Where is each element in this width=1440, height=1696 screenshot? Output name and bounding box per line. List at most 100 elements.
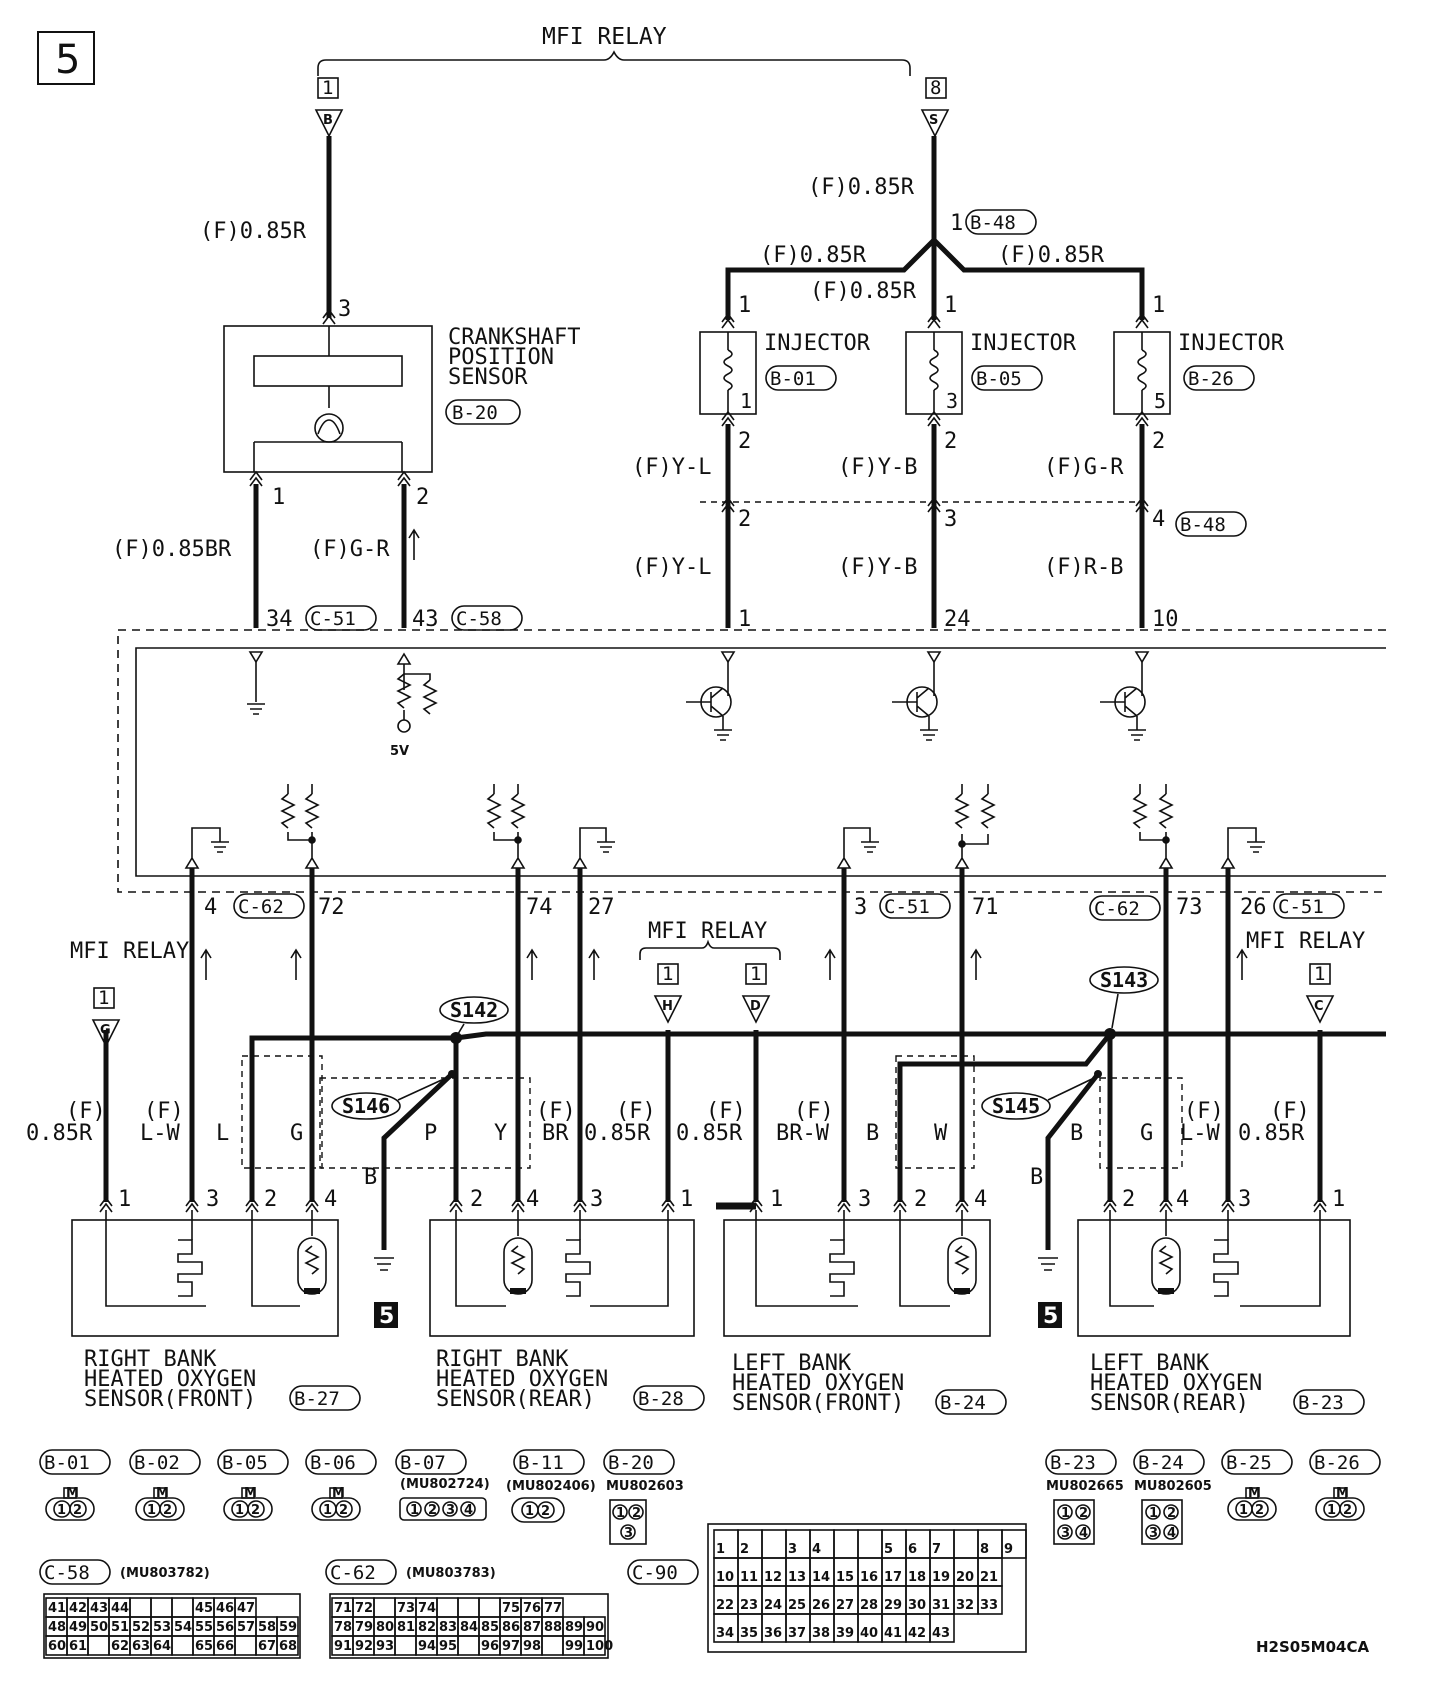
pin-number: 60 xyxy=(48,1639,66,1654)
svg-text:B-01: B-01 xyxy=(44,1452,90,1474)
svg-text:3: 3 xyxy=(1061,1526,1070,1541)
svg-text:(MU802406): (MU802406) xyxy=(506,1479,596,1494)
pin-cell xyxy=(276,1635,299,1656)
pin-number: 83 xyxy=(439,1620,457,1635)
pin-cell xyxy=(171,1635,194,1656)
pin-number: 1 xyxy=(716,1542,725,1557)
pin-number: 42 xyxy=(908,1626,926,1641)
ground-ref-left: 5 xyxy=(379,1304,394,1329)
svg-text:L-W: L-W xyxy=(1180,1121,1220,1146)
pin-number: 34 xyxy=(716,1626,734,1641)
svg-text:4: 4 xyxy=(526,1187,539,1212)
pin-number: 99 xyxy=(565,1639,583,1654)
splices: S142 S146 S143 S145 xyxy=(331,966,1159,1120)
svg-text:2: 2 xyxy=(738,429,751,454)
pin-cell xyxy=(1001,1529,1027,1559)
pin-cell xyxy=(234,1635,257,1656)
pin-cell xyxy=(373,1597,396,1618)
pin-number: 88 xyxy=(544,1620,562,1635)
svg-text:2: 2 xyxy=(1343,1503,1352,1518)
svg-text:3: 3 xyxy=(446,1503,455,1518)
svg-text:C-51: C-51 xyxy=(1278,896,1324,918)
svg-text:MFI RELAY: MFI RELAY xyxy=(70,939,189,964)
figure-code: H2S05M04CA xyxy=(1256,1638,1369,1656)
svg-text:B: B xyxy=(1030,1165,1043,1190)
svg-text:2: 2 xyxy=(251,1503,260,1518)
svg-text:C-51: C-51 xyxy=(884,896,930,918)
svg-text:BR: BR xyxy=(542,1121,569,1146)
pin-number: 39 xyxy=(836,1626,854,1641)
oxygen-sensors: 1 3 2 4 RIGHT BANK HEATED OXYGEN SENSOR(… xyxy=(71,1187,1365,1416)
ground-ref-right: 5 xyxy=(1043,1304,1058,1329)
svg-text:B-20: B-20 xyxy=(608,1452,654,1474)
pin-number: 40 xyxy=(860,1626,878,1641)
svg-text:RIGHT BANK: RIGHT BANK xyxy=(436,1347,569,1372)
pin-number: 57 xyxy=(237,1620,255,1635)
pin-number: 17 xyxy=(884,1570,902,1585)
svg-text:73: 73 xyxy=(1176,895,1203,920)
svg-text:B-26: B-26 xyxy=(1188,368,1234,390)
pin-number: 45 xyxy=(195,1601,213,1616)
pin-number: 95 xyxy=(439,1639,457,1654)
pin-number: 14 xyxy=(812,1570,830,1585)
svg-text:INJECTOR: INJECTOR xyxy=(764,331,871,356)
pin-number: 71 xyxy=(334,1601,352,1616)
svg-text:HEATED OXYGEN: HEATED OXYGEN xyxy=(84,1367,256,1392)
pin-number: 82 xyxy=(418,1620,436,1635)
pin-number: 72 xyxy=(355,1601,373,1616)
svg-text:10: 10 xyxy=(1152,607,1179,632)
svg-text:1: 1 xyxy=(616,1506,625,1521)
pin-cell xyxy=(457,1597,480,1618)
pin-number: 94 xyxy=(418,1639,436,1654)
mfi-relay-top-label: MFI RELAY xyxy=(542,24,667,50)
svg-text:4: 4 xyxy=(1176,1187,1189,1212)
svg-text:2: 2 xyxy=(339,1503,348,1518)
svg-text:2: 2 xyxy=(1167,1506,1176,1521)
svg-text:C-62: C-62 xyxy=(1094,898,1140,920)
svg-text:B-06: B-06 xyxy=(310,1452,356,1474)
svg-text:B-11: B-11 xyxy=(518,1452,564,1474)
pin-number: 32 xyxy=(956,1598,974,1613)
svg-text:L-W: L-W xyxy=(140,1121,180,1146)
svg-text:W: W xyxy=(934,1121,948,1146)
svg-text:1: 1 xyxy=(98,987,109,1009)
svg-text:1: 1 xyxy=(740,389,752,413)
ecu-pin-43: 43 xyxy=(412,607,439,632)
svg-text:C-62: C-62 xyxy=(238,896,284,918)
pin-number: 23 xyxy=(740,1598,758,1613)
svg-text:C: C xyxy=(1314,999,1324,1014)
conn-letter-s: S xyxy=(929,113,938,128)
svg-text:3: 3 xyxy=(944,507,957,532)
lb-rear-sensor-box xyxy=(1077,1219,1351,1337)
crank-name-3: SENSOR xyxy=(448,365,528,390)
pin-number: 41 xyxy=(884,1626,902,1641)
pin-number: 100 xyxy=(586,1639,613,1654)
svg-text:4: 4 xyxy=(1152,507,1165,532)
pin-number: 93 xyxy=(376,1639,394,1654)
svg-text:BR-W: BR-W xyxy=(776,1121,830,1146)
svg-text:1: 1 xyxy=(944,293,957,318)
svg-text:G: G xyxy=(100,1023,111,1038)
joint-conn-b48: B-48 xyxy=(970,212,1016,234)
svg-text:4: 4 xyxy=(324,1187,337,1212)
svg-text:3: 3 xyxy=(1149,1526,1158,1541)
svg-text:1: 1 xyxy=(525,1504,534,1519)
svg-text:HEATED OXYGEN: HEATED OXYGEN xyxy=(732,1371,904,1396)
pin-number: 77 xyxy=(544,1601,562,1616)
svg-text:2: 2 xyxy=(1152,429,1165,454)
svg-text:1: 1 xyxy=(235,1503,244,1518)
pin-number: 11 xyxy=(740,1570,758,1585)
pin-number: 8 xyxy=(980,1542,989,1557)
svg-text:2: 2 xyxy=(470,1187,483,1212)
svg-text:2: 2 xyxy=(944,429,957,454)
pin-number: 81 xyxy=(397,1620,415,1635)
